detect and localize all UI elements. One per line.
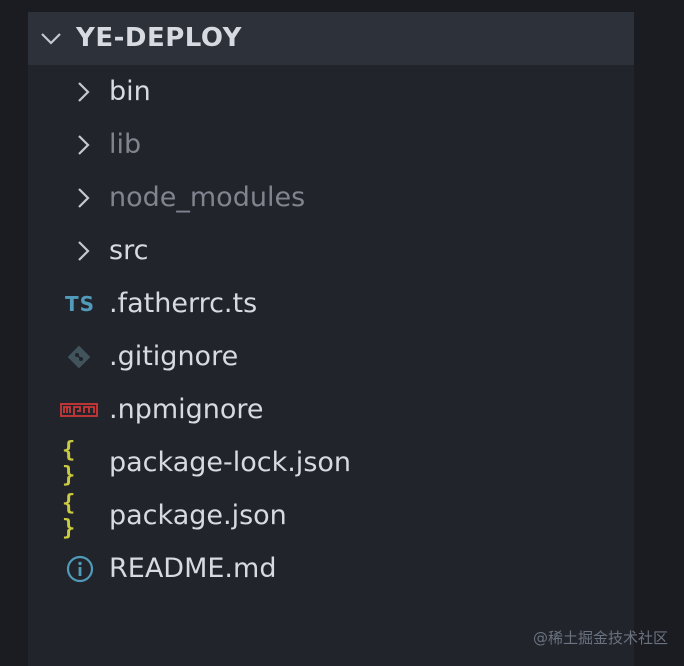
json-file-icon: { }: [62, 490, 76, 541]
json-file-icon: { }: [62, 437, 76, 488]
tree-item-label: .gitignore: [109, 341, 239, 372]
git-file-icon: [64, 330, 94, 383]
tree-item-fatherrc[interactable]: TS .fatherrc.ts: [28, 277, 634, 330]
tree-item-label: bin: [109, 76, 151, 107]
tree-item-label: node_modules: [109, 182, 306, 213]
tree-item-readme[interactable]: README.md: [28, 542, 634, 595]
tree-item-bin[interactable]: bin: [28, 65, 634, 118]
watermark: @稀土掘金技术社区: [532, 629, 668, 647]
explorer-section-header[interactable]: YE-DEPLOY: [28, 12, 634, 65]
tree-item-lib[interactable]: lib: [28, 118, 634, 171]
activity-bar: [0, 0, 28, 666]
file-explorer: YE-DEPLOY bin lib node_modules src TS .f…: [28, 12, 634, 666]
tree-item-package-lock-json[interactable]: { } package-lock.json: [28, 436, 634, 489]
chevron-down-icon: [41, 33, 61, 45]
tree-item-gitignore[interactable]: .gitignore: [28, 330, 634, 383]
tree-item-label: src: [109, 235, 149, 266]
tree-item-label: lib: [109, 129, 142, 160]
tree-item-label: README.md: [109, 553, 277, 584]
tree-item-label: package.json: [109, 500, 287, 531]
info-icon: [63, 542, 97, 595]
top-strip: [28, 0, 634, 12]
tree-item-npmignore[interactable]: .npmignore: [28, 383, 634, 436]
typescript-file-icon: TS: [64, 291, 96, 316]
chevron-right-icon: [72, 171, 94, 224]
chevron-right-icon: [72, 118, 94, 171]
tree-item-src[interactable]: src: [28, 224, 634, 277]
chevron-right-icon: [72, 65, 94, 118]
explorer-section-title: YE-DEPLOY: [76, 23, 242, 53]
tree-item-label: .npmignore: [109, 394, 264, 425]
tree-item-package-json[interactable]: { } package.json: [28, 489, 634, 542]
tree-item-label: package-lock.json: [109, 447, 352, 478]
editor-gutter: [634, 0, 684, 666]
tree-item-label: .fatherrc.ts: [109, 288, 258, 319]
tree-item-node-modules[interactable]: node_modules: [28, 171, 634, 224]
chevron-right-icon: [72, 224, 94, 277]
npm-file-icon: [59, 383, 99, 436]
